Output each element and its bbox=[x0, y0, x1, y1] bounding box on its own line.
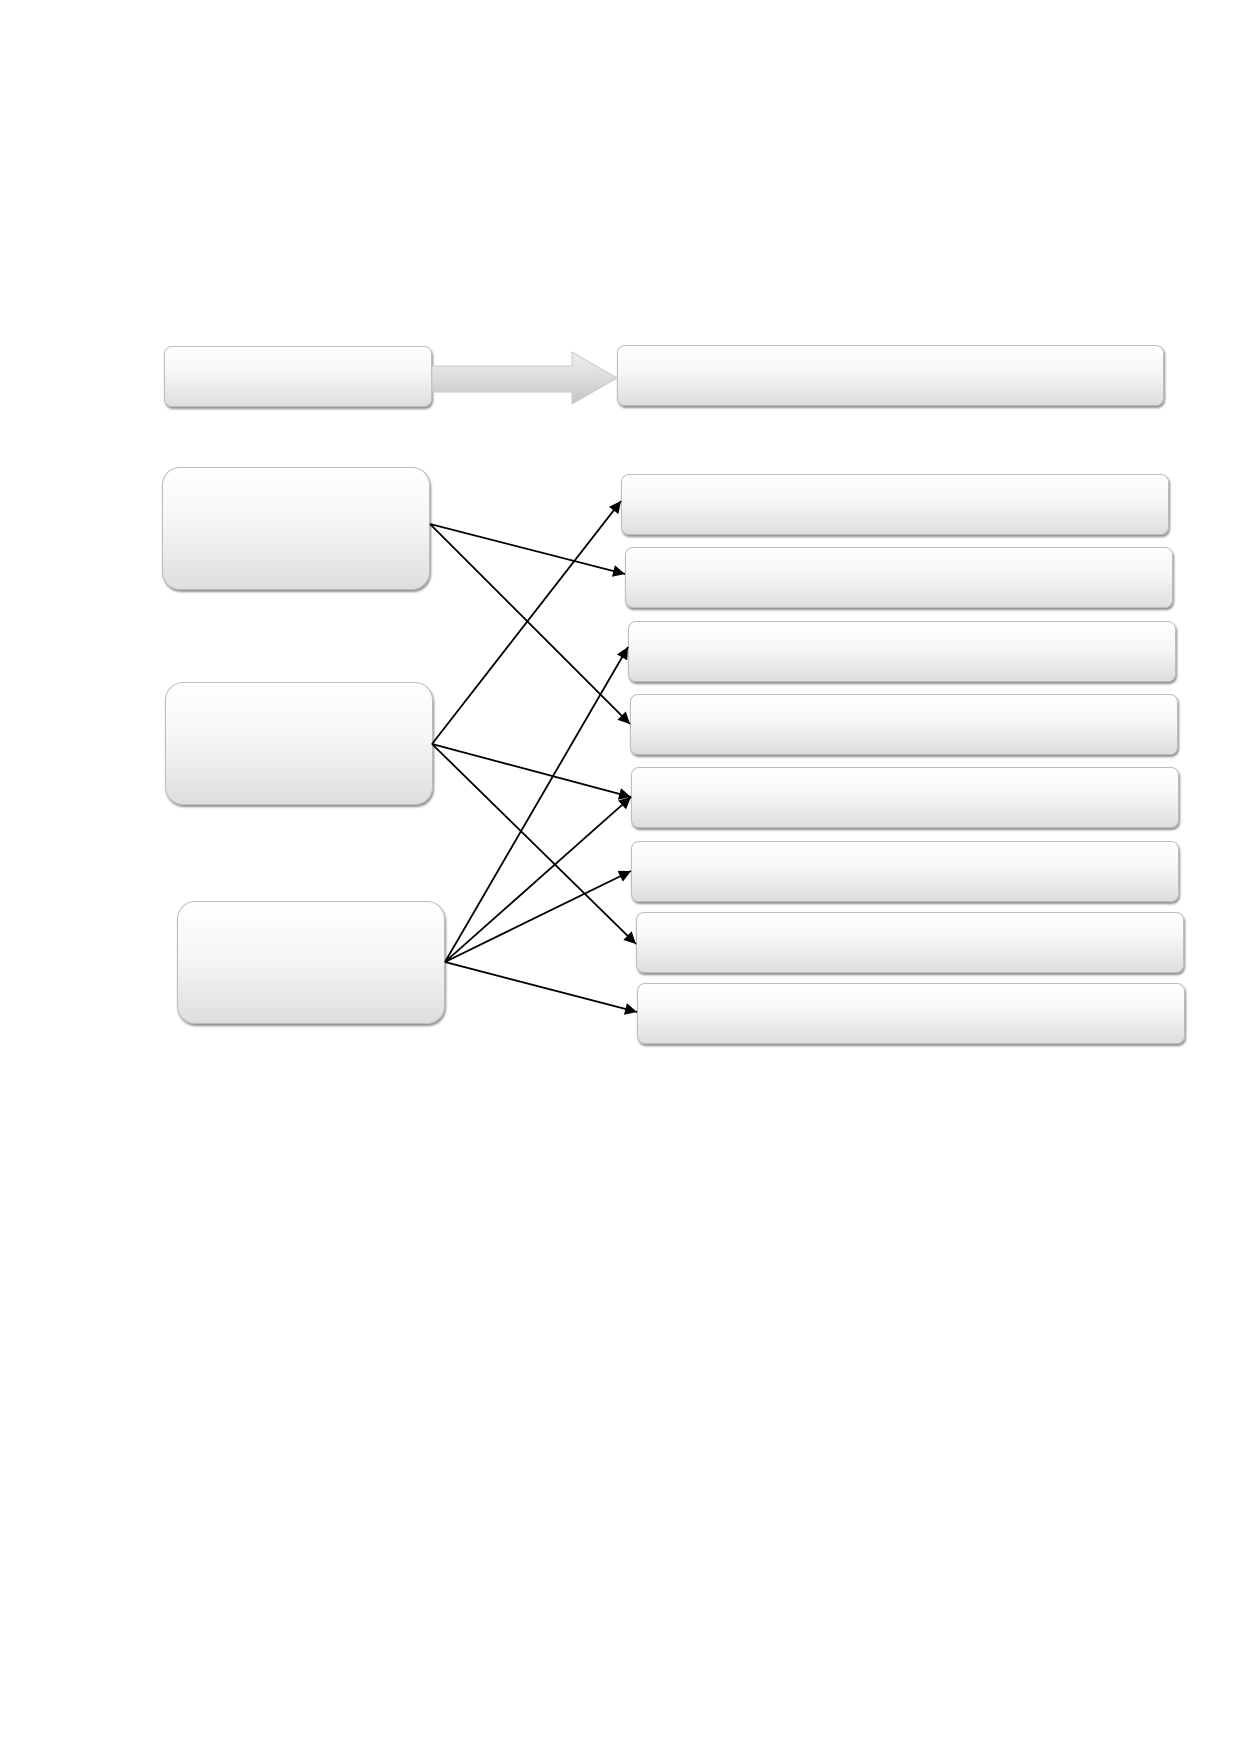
source-box-2 bbox=[165, 682, 433, 805]
connector-arrow-7 bbox=[444, 796, 632, 963]
target-box-5 bbox=[631, 767, 1179, 828]
header-flow-arrow bbox=[431, 351, 618, 405]
target-box-3 bbox=[628, 621, 1176, 682]
connector-arrow-2 bbox=[429, 523, 631, 725]
target-box-7 bbox=[636, 912, 1184, 973]
target-box-1 bbox=[621, 474, 1169, 535]
target-box-8 bbox=[637, 983, 1185, 1044]
connector-arrow-8 bbox=[444, 870, 632, 963]
source-box-3 bbox=[177, 901, 445, 1024]
connector-arrow-5 bbox=[431, 743, 637, 945]
target-box-2 bbox=[625, 547, 1173, 608]
edge-group bbox=[429, 500, 638, 1015]
target-box-6 bbox=[631, 841, 1179, 902]
header-left-box bbox=[164, 346, 432, 407]
connector-arrow-9 bbox=[444, 961, 638, 1015]
header-right-box bbox=[617, 345, 1164, 406]
connector-arrow-4 bbox=[431, 743, 632, 800]
connector-arrow-1 bbox=[429, 523, 626, 577]
connector-arrow-6 bbox=[444, 646, 629, 963]
target-box-4 bbox=[630, 694, 1178, 755]
source-box-1 bbox=[162, 467, 430, 590]
connector-arrow-3 bbox=[431, 500, 622, 745]
